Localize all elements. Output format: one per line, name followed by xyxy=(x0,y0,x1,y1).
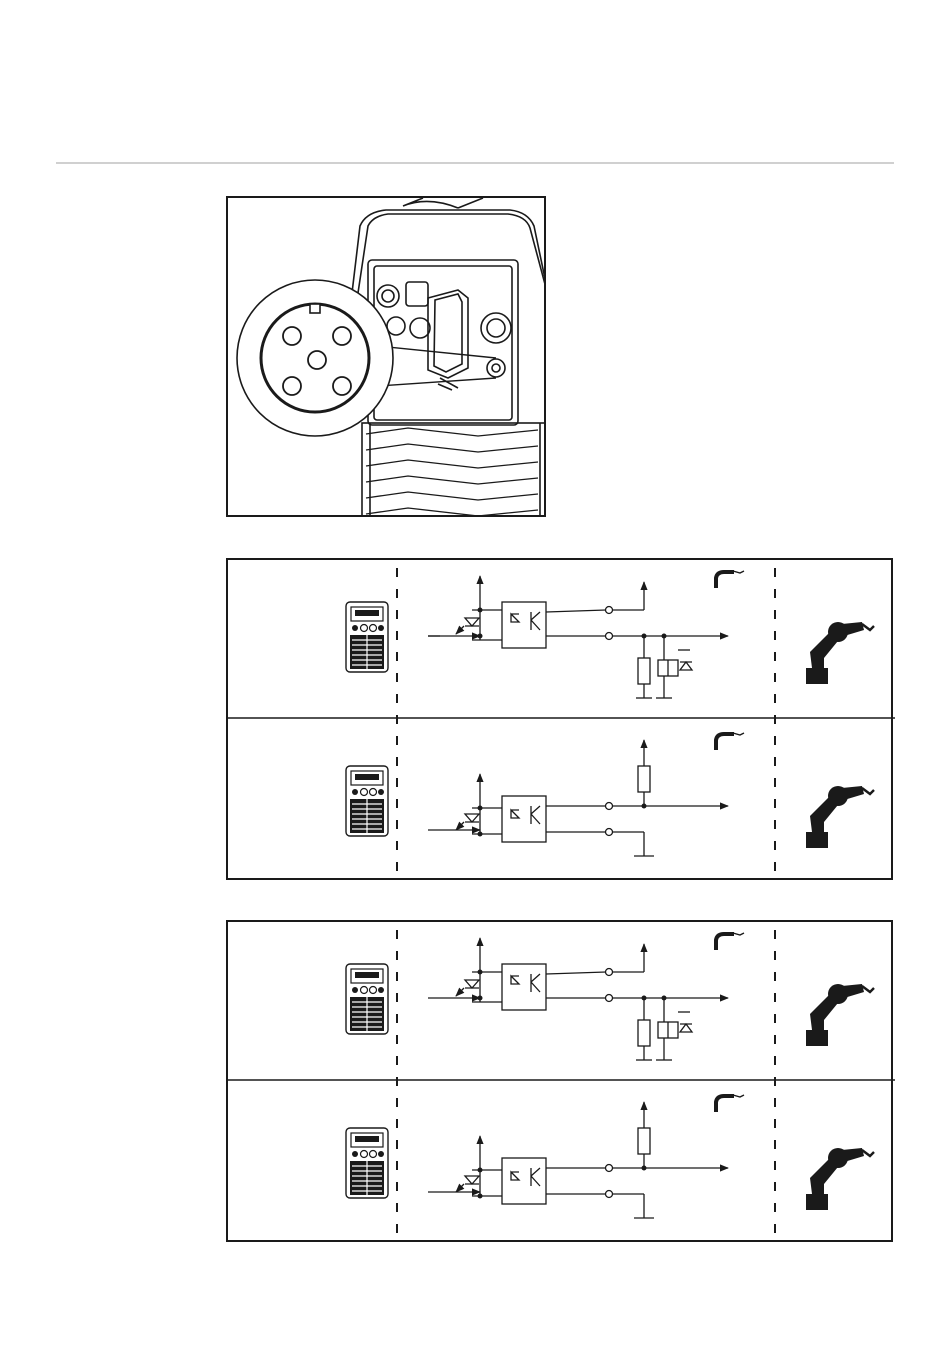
welding-robot-icon xyxy=(806,1148,874,1210)
welding-robot-icon xyxy=(806,786,874,848)
circuit-panel-a xyxy=(226,558,893,880)
circuit-1 xyxy=(346,571,874,698)
welding-robot-icon xyxy=(806,984,874,1046)
welding-torch-icon xyxy=(716,1095,744,1112)
socket-magnifier xyxy=(237,280,393,436)
connector-illustration xyxy=(226,196,546,517)
welding-torch-icon xyxy=(716,933,744,950)
welding-power-source-icon xyxy=(346,602,388,672)
circuit-4 xyxy=(346,1095,874,1218)
circuit-2 xyxy=(346,733,874,856)
welding-torch-icon xyxy=(716,733,744,750)
circuit-panel-b xyxy=(226,920,893,1242)
circuit-3 xyxy=(346,933,874,1060)
welding-power-source-icon xyxy=(346,964,388,1034)
header-rule xyxy=(56,162,894,164)
welding-power-source-icon xyxy=(346,766,388,836)
welding-robot-icon xyxy=(806,622,874,684)
welding-torch-icon xyxy=(716,571,744,588)
power-source-rear-view xyxy=(228,198,546,517)
welding-power-source-icon xyxy=(346,1128,388,1198)
